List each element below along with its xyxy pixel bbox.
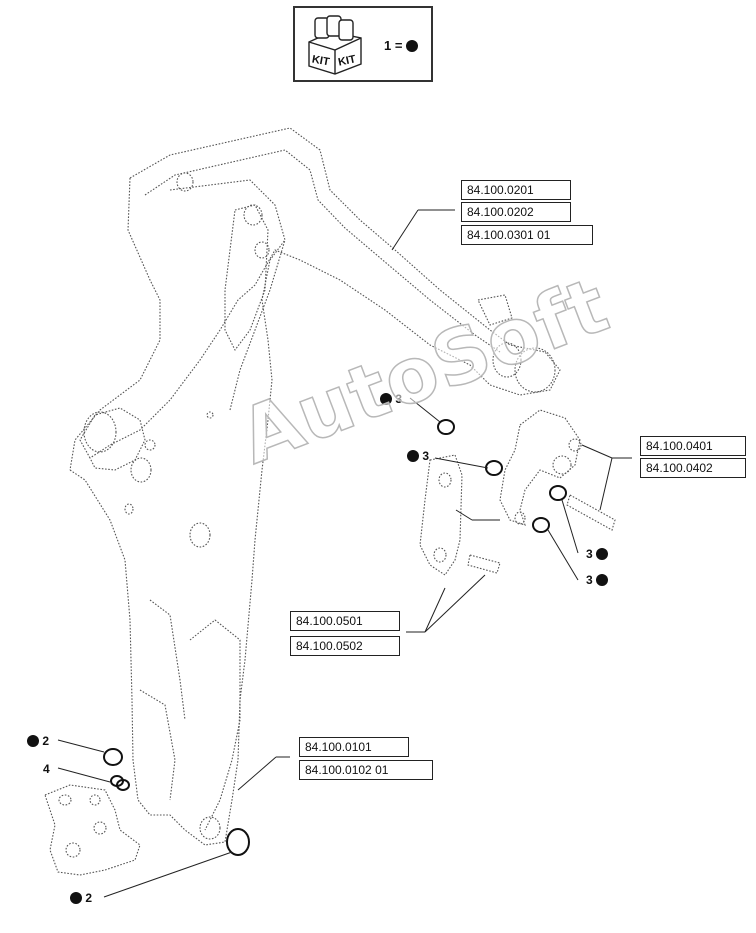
kit-dot-icon [407,450,419,462]
callout-number: 3 [395,392,403,406]
kit-badge-left: KIT [311,54,331,69]
kit-dot-icon [27,735,39,747]
callout-3-mid: 3 [407,449,429,463]
callout-number: 3 [586,573,593,587]
kit-dot-icon [596,548,609,560]
callout-4-left: 4 [43,762,50,776]
callout-3-top: 3 [380,392,402,406]
ref-box-top-3[interactable]: 84.100.0301 01 [461,225,593,245]
callout-number: 2 [85,891,93,905]
kit-dot-icon [596,574,609,586]
kit-legend: KIT KIT 1 = [293,6,433,82]
kit-box-icon: KIT KIT [308,15,362,75]
callout-number: 4 [43,762,50,776]
callout-3-right-b: 3 [586,573,609,587]
callout-2-bottom: 2 [70,891,92,905]
kit-badge-right: KIT [337,53,357,68]
callout-3-right-a: 3 [586,547,609,561]
ref-box-right-1[interactable]: 84.100.0401 [640,436,746,456]
callout-number: 3 [586,547,593,561]
kit-legend-text: 1 = [384,38,403,53]
ref-box-middle-2[interactable]: 84.100.0502 [290,636,400,656]
kit-dot-icon [70,892,82,904]
ref-box-bottom-2[interactable]: 84.100.0102 01 [299,760,433,780]
ref-box-middle-1[interactable]: 84.100.0501 [290,611,400,631]
callout-number: 3 [422,449,430,463]
ref-box-right-2[interactable]: 84.100.0402 [640,458,746,478]
callout-2-left: 2 [27,734,49,748]
ref-box-top-1[interactable]: 84.100.0201 [461,180,571,200]
kit-dot-icon [380,393,392,405]
ref-box-bottom-1[interactable]: 84.100.0101 [299,737,409,757]
kit-dot-icon [406,40,419,52]
callout-number: 2 [42,734,50,748]
kit-legend-label: 1 = [384,38,419,53]
ref-box-top-2[interactable]: 84.100.0202 [461,202,571,222]
